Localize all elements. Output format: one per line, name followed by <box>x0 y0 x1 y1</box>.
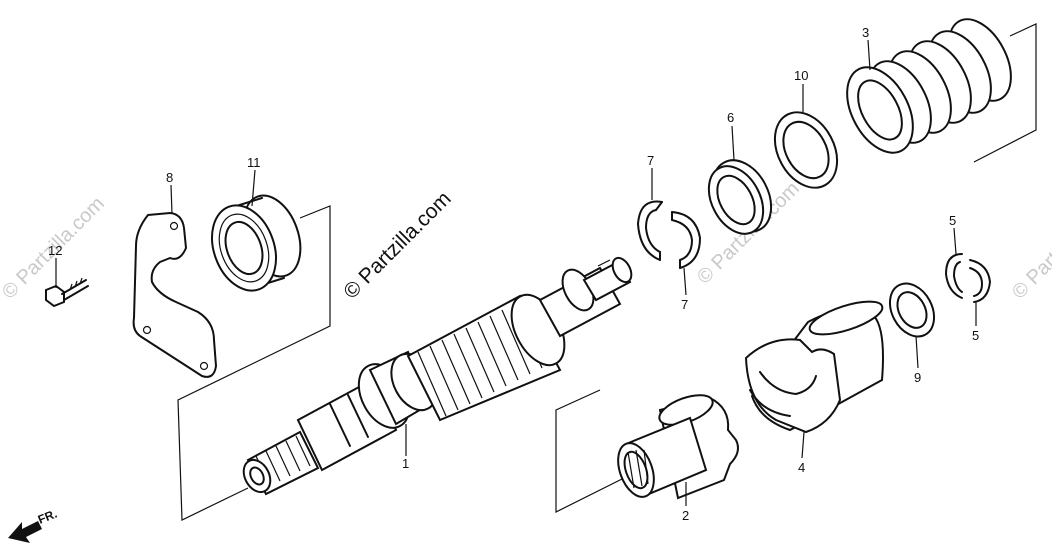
washer-part-10[interactable] <box>762 102 849 199</box>
callout-part-9: 9 <box>914 370 921 385</box>
callout-part-10: 10 <box>794 68 808 83</box>
oil-seal-part-6[interactable] <box>698 150 783 243</box>
circlip-part-5-upper[interactable] <box>945 253 963 299</box>
callout-part-12: 12 <box>48 243 62 258</box>
front-label: FR. <box>36 507 59 527</box>
circlip-part-7-upper[interactable] <box>637 200 663 261</box>
bearing-part-11[interactable] <box>201 188 311 300</box>
group-frame-left <box>177 205 331 521</box>
cam-sleeve-part-4[interactable] <box>744 295 886 434</box>
watermark-right: © Partzilla.com <box>1008 193 1052 304</box>
callout-part-11: 11 <box>247 155 261 170</box>
bracket-plate-part-8[interactable] <box>132 212 217 378</box>
leader-lines <box>55 39 977 506</box>
callout-part-7-upper: 7 <box>647 153 654 168</box>
sleeve-part-2[interactable] <box>611 389 739 502</box>
callout-part-8: 8 <box>166 170 173 185</box>
callout-part-5-lower: 5 <box>972 328 979 343</box>
callout-part-2: 2 <box>682 508 689 523</box>
group-frame-center <box>555 389 633 513</box>
circlip-part-7-lower[interactable] <box>671 211 701 269</box>
callout-part-3: 3 <box>862 25 869 40</box>
callout-part-7-lower: 7 <box>681 297 688 312</box>
bolt-part-12[interactable] <box>45 277 89 308</box>
watermark-faint-group: © Partzilla.com © Partzilla.com © Partzi… <box>0 178 1052 304</box>
group-frame-right <box>973 23 1037 163</box>
callout-part-5-upper: 5 <box>949 213 956 228</box>
callout-part-1: 1 <box>402 456 409 471</box>
callout-part-6: 6 <box>727 110 734 125</box>
main-shaft-part-1[interactable] <box>238 255 635 497</box>
front-direction-marker: FR. <box>8 507 59 543</box>
washer-part-9[interactable] <box>881 276 943 344</box>
circlip-part-5-lower[interactable] <box>969 259 991 303</box>
front-arrow-icon <box>8 521 42 543</box>
spring-part-3[interactable] <box>834 9 1024 164</box>
watermark-main: © Partzilla.com <box>339 187 455 303</box>
callout-part-4: 4 <box>798 460 805 475</box>
